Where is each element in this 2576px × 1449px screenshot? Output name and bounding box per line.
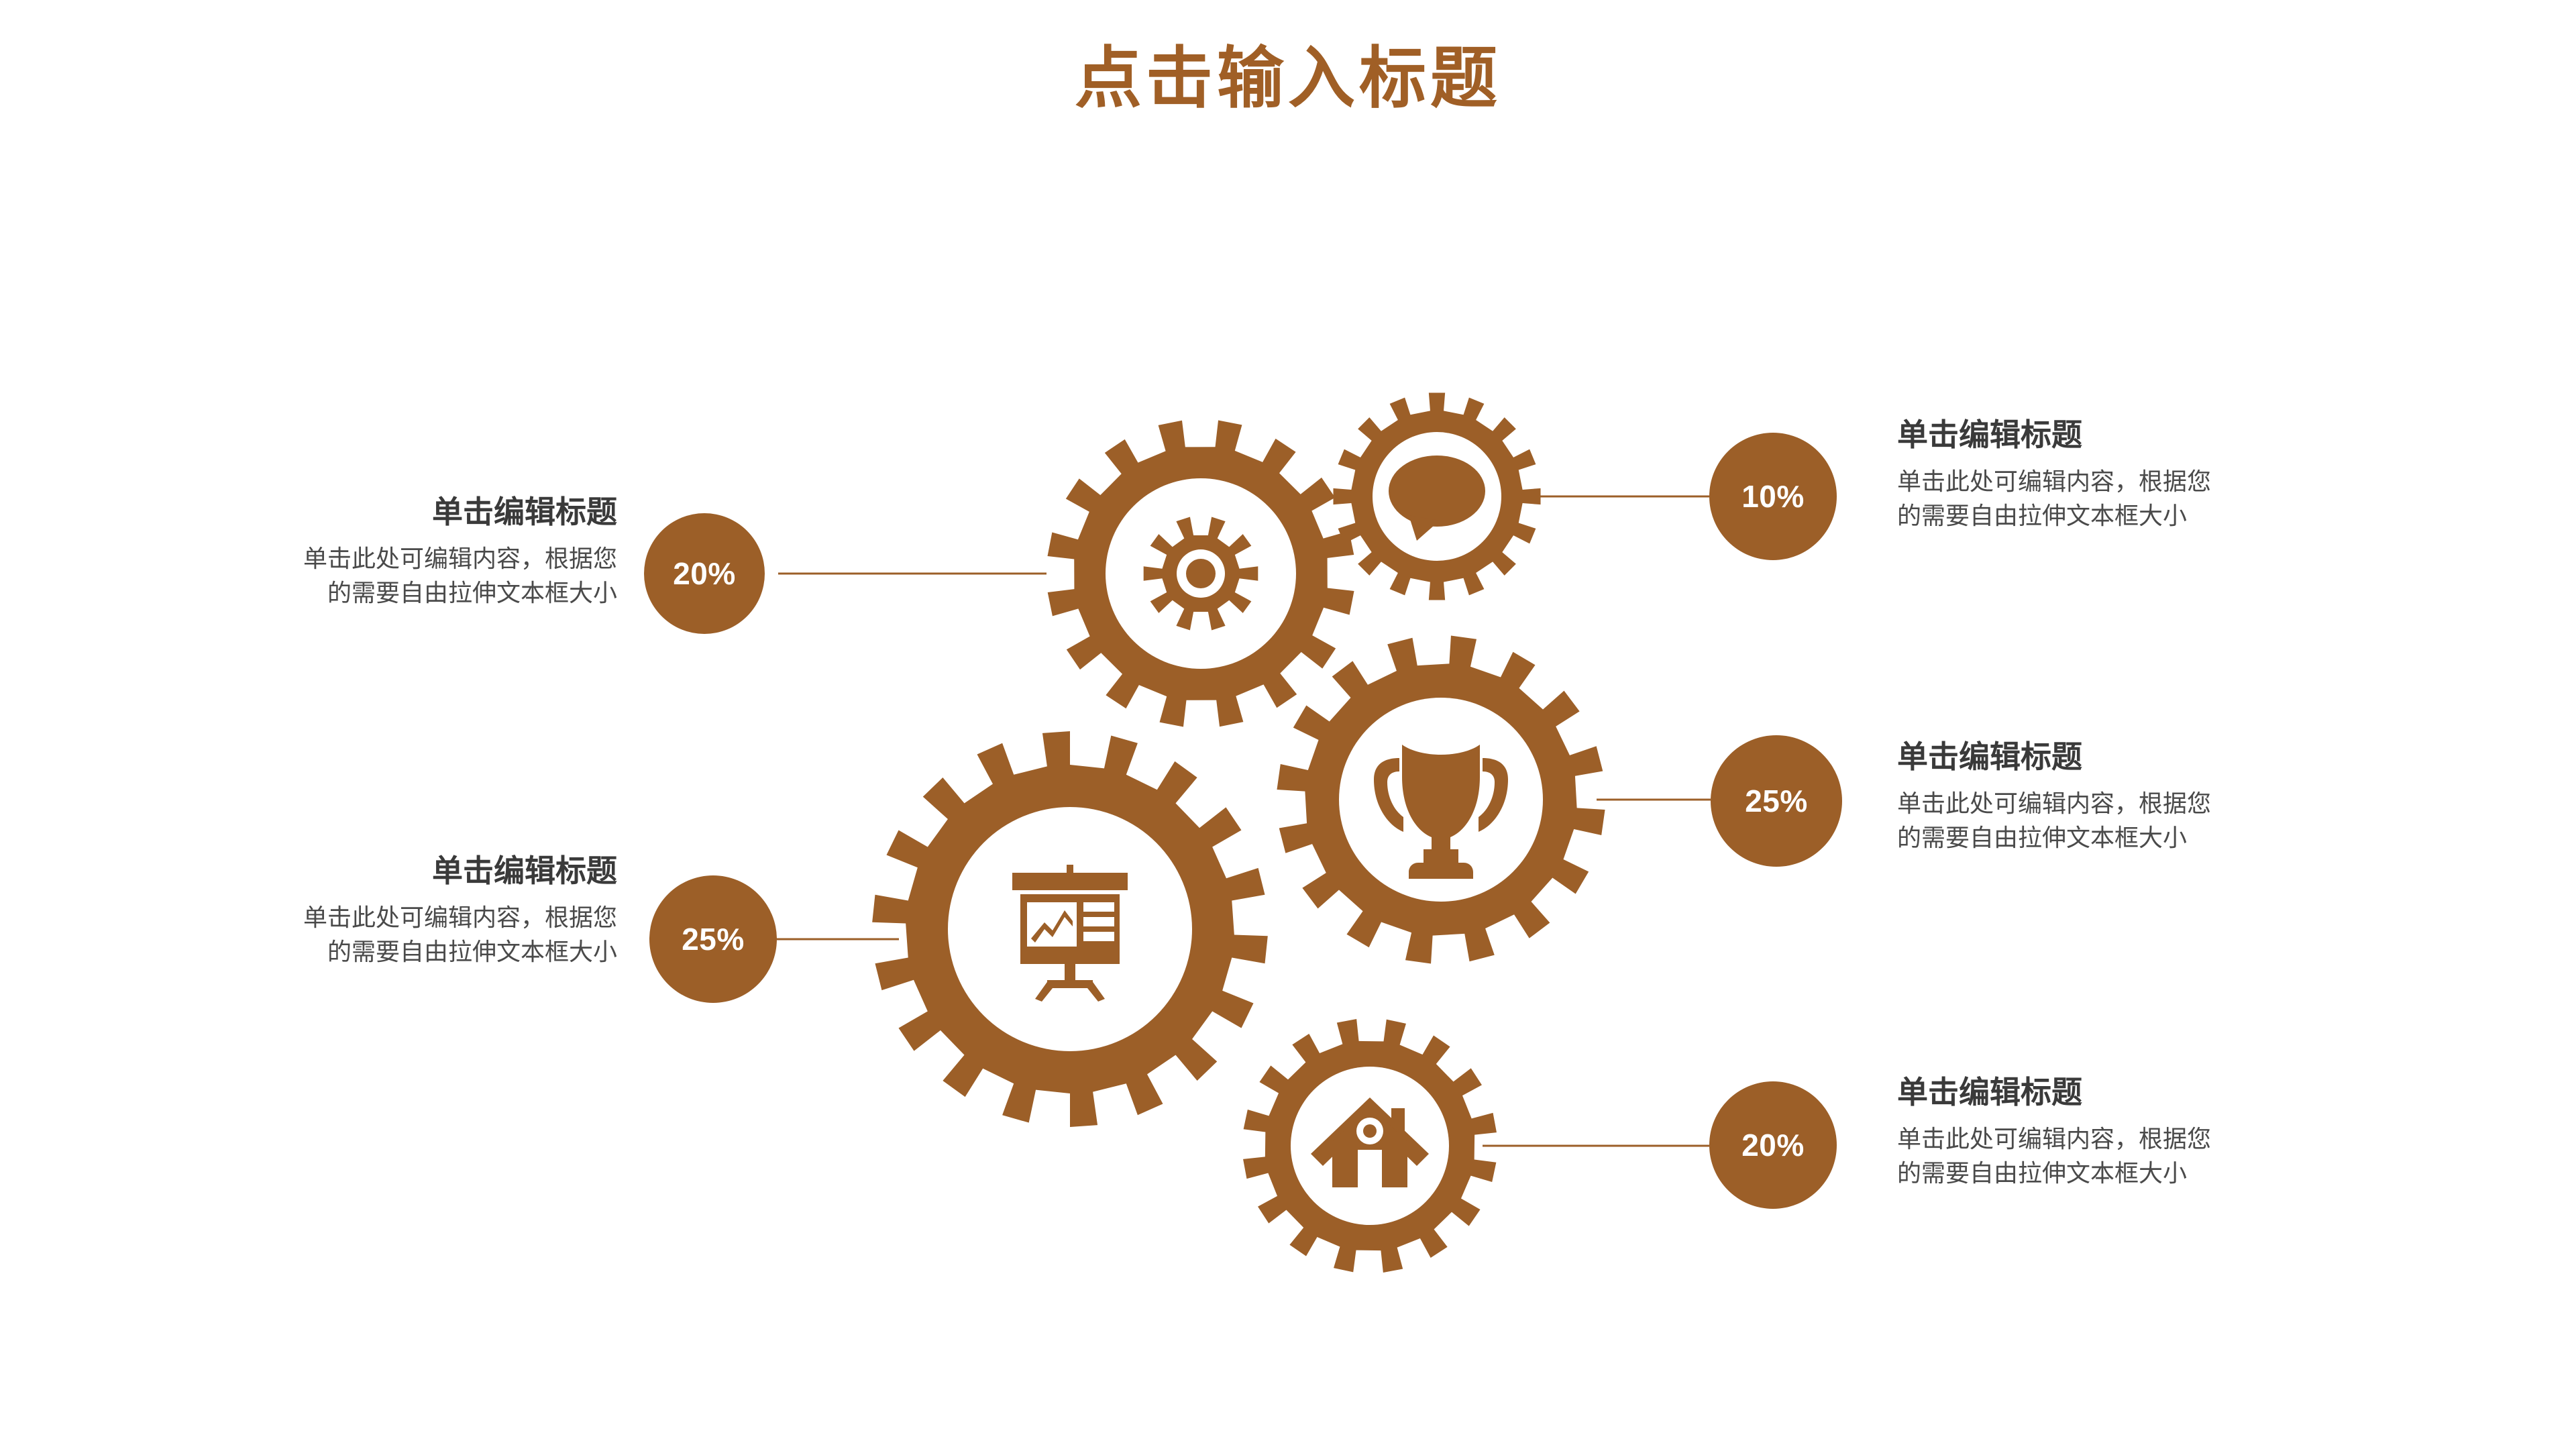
- gear-trophy-hub: [1339, 698, 1543, 902]
- info-body-line1: 单击此处可编辑内容，根据您: [1897, 789, 2212, 817]
- gear-speech-hub: [1373, 432, 1501, 561]
- info-body-line1: 单击此处可编辑内容，根据您: [303, 903, 617, 931]
- gear-settings: [1047, 420, 1354, 727]
- info-block-right-middle: 单击编辑标题 单击此处可编辑内容，根据您 的需要自由拉伸文本框大小: [1897, 738, 2407, 855]
- gear-trophy: [1277, 635, 1605, 964]
- connector-lines: [777, 495, 1711, 1147]
- info-body-line2: 的需要自由拉伸文本框大小: [1897, 823, 2188, 851]
- gear-settings-hub: [1106, 478, 1296, 669]
- percent-badge-left-top[interactable]: 20%: [644, 513, 765, 634]
- info-body-line1: 单击此处可编辑内容，根据您: [1897, 1124, 2212, 1152]
- info-block-left-bottom: 单击编辑标题 单击此处可编辑内容，根据您 的需要自由拉伸文本框大小: [161, 852, 617, 969]
- info-title-right-top: 单击编辑标题: [1897, 417, 2082, 452]
- info-title-right-bottom: 单击编辑标题: [1897, 1075, 2082, 1110]
- info-body-left-bottom: 单击此处可编辑内容，根据您 的需要自由拉伸文本框大小: [161, 900, 617, 969]
- gear-presentation-hub: [948, 807, 1192, 1051]
- info-body-right-bottom: 单击此处可编辑内容，根据您 的需要自由拉伸文本框大小: [1897, 1122, 2407, 1190]
- info-block-left-top: 单击编辑标题 单击此处可编辑内容，根据您 的需要自由拉伸文本框大小: [161, 493, 617, 610]
- settings-gear-teeth: [1143, 517, 1258, 631]
- info-body-line2: 的需要自由拉伸文本框大小: [1897, 1159, 2188, 1187]
- info-body-left-top: 单击此处可编辑内容，根据您 的需要自由拉伸文本框大小: [161, 541, 617, 610]
- gear-speech: [1333, 392, 1541, 600]
- info-body-line2: 的需要自由拉伸文本框大小: [327, 937, 617, 965]
- info-title-left-bottom: 单击编辑标题: [432, 853, 617, 888]
- trophy-icon: [1374, 745, 1508, 879]
- presentation-chart-icon: [1012, 865, 1128, 1002]
- info-body-line2: 的需要自由拉伸文本框大小: [1897, 501, 2188, 529]
- info-body-line1: 单击此处可编辑内容，根据您: [1897, 467, 2212, 495]
- percent-badge-right-top[interactable]: 10%: [1709, 433, 1837, 560]
- percent-badge-right-middle[interactable]: 25%: [1711, 735, 1842, 867]
- info-block-right-bottom: 单击编辑标题 单击此处可编辑内容，根据您 的需要自由拉伸文本框大小: [1897, 1073, 2407, 1190]
- info-title-right-middle: 单击编辑标题: [1897, 739, 2082, 774]
- gear-house: [1243, 1019, 1497, 1273]
- speech-bubble-icon: [1389, 455, 1485, 541]
- info-body-right-top: 单击此处可编辑内容，根据您 的需要自由拉伸文本框大小: [1897, 464, 2407, 533]
- info-body-right-middle: 单击此处可编辑内容，根据您 的需要自由拉伸文本框大小: [1897, 786, 2407, 855]
- info-body-line2: 的需要自由拉伸文本框大小: [327, 578, 617, 606]
- info-block-right-top: 单击编辑标题 单击此处可编辑内容，根据您 的需要自由拉伸文本框大小: [1897, 416, 2407, 533]
- gear-house-hub: [1291, 1067, 1449, 1225]
- gear-presentation: [872, 731, 1268, 1127]
- house-icon: [1311, 1097, 1429, 1187]
- percent-badge-left-bottom[interactable]: 25%: [649, 875, 777, 1003]
- page-title: 点击输入标题: [1075, 41, 1501, 116]
- info-title-left-top: 单击编辑标题: [432, 494, 617, 529]
- info-body-line1: 单击此处可编辑内容，根据您: [303, 544, 617, 572]
- percent-badge-right-bottom[interactable]: 20%: [1709, 1081, 1837, 1209]
- settings-gear-icon: [1143, 517, 1258, 631]
